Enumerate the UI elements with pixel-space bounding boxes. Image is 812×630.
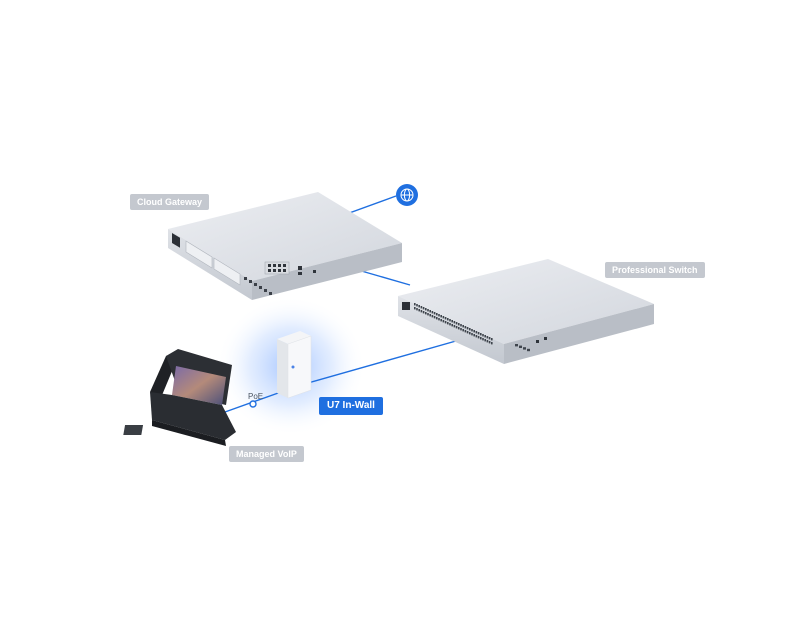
switch-port (433, 316, 436, 319)
switch-port (436, 317, 438, 320)
switch-port (453, 321, 456, 324)
switch-port (438, 318, 440, 321)
switch-port (447, 322, 449, 325)
switch-port (429, 314, 431, 317)
switch-port (440, 315, 442, 318)
switch-port (442, 320, 445, 323)
switch-port (475, 335, 478, 338)
u7-in-wall-device (277, 331, 312, 399)
switch-port (451, 320, 453, 323)
switch-port (488, 341, 491, 344)
gateway-ports (244, 277, 272, 295)
switch-port (438, 314, 440, 317)
switch-port (480, 333, 482, 336)
switch-port (425, 312, 427, 315)
switch-port (460, 324, 462, 327)
switch-port (422, 311, 425, 314)
switch-port (469, 328, 471, 331)
switch-port (464, 330, 467, 333)
switch-port (458, 327, 460, 330)
globe-icon (396, 184, 418, 206)
poe-node (249, 400, 257, 408)
cloud-gateway-label: Cloud Gateway (130, 194, 210, 210)
switch-sfp-port (523, 347, 526, 350)
switch-port (484, 339, 486, 342)
switch-port (422, 307, 425, 310)
switch-sfp-port (515, 344, 518, 347)
switch-port (418, 305, 420, 308)
switch-port (436, 313, 438, 316)
switch-port (455, 322, 458, 325)
switch-port (482, 338, 484, 341)
u7-in-wall-label: U7 In-Wall (319, 397, 383, 415)
switch-port (466, 327, 469, 330)
switch-sfp-port (519, 345, 522, 348)
switch-port (462, 325, 464, 328)
switch-port (455, 326, 458, 329)
professional-switch-device (398, 259, 654, 364)
switch-port (420, 306, 423, 309)
switch-port (462, 329, 464, 332)
switch-port (418, 309, 420, 312)
switch-port (466, 331, 469, 334)
switch-port (471, 329, 473, 332)
switch-port (427, 313, 429, 316)
switch-port (491, 338, 493, 341)
switch-port (433, 312, 436, 315)
switch-port (469, 332, 471, 335)
switch-port (480, 337, 482, 340)
switch-port (471, 333, 473, 336)
switch-port (416, 304, 418, 307)
professional-switch-label: Professional Switch (605, 262, 705, 278)
switch-port (429, 310, 431, 313)
switch-port (484, 335, 486, 338)
switch-port (464, 326, 467, 329)
switch-port (477, 336, 480, 339)
link-switch-ap (307, 336, 471, 384)
switch-port-rows (414, 303, 530, 352)
switch-port (486, 340, 489, 343)
cloud-gateway-device (168, 192, 402, 300)
switch-port (444, 317, 447, 320)
switch-port (488, 337, 491, 340)
switch-port (473, 330, 475, 333)
switch-port (444, 321, 447, 324)
switch-port (416, 308, 418, 311)
switch-port (414, 303, 416, 306)
switch-port (460, 328, 462, 331)
switch-port (477, 332, 480, 335)
switch-port (449, 319, 451, 322)
managed-voip-device (123, 349, 236, 446)
switch-port (482, 334, 484, 337)
switch-port (458, 323, 460, 326)
switch-port (486, 336, 489, 339)
switch-port (449, 323, 451, 326)
switch-port (420, 310, 423, 313)
switch-port (473, 334, 475, 337)
switch-port (427, 309, 429, 312)
managed-voip-label: Managed VoIP (229, 446, 304, 462)
switch-port (475, 331, 478, 334)
switch-port (453, 325, 456, 328)
switch-port (442, 316, 445, 319)
poe-label: PoE (248, 392, 264, 401)
switch-port (425, 308, 427, 311)
switch-port (431, 311, 434, 314)
switch-port (440, 319, 442, 322)
switch-port (431, 315, 434, 318)
switch-port (491, 342, 493, 345)
switch-port (447, 318, 449, 321)
switch-port (451, 324, 453, 327)
switch-sfp-port (527, 348, 530, 352)
link-gateway-switch (357, 269, 411, 286)
switch-port (414, 307, 416, 310)
